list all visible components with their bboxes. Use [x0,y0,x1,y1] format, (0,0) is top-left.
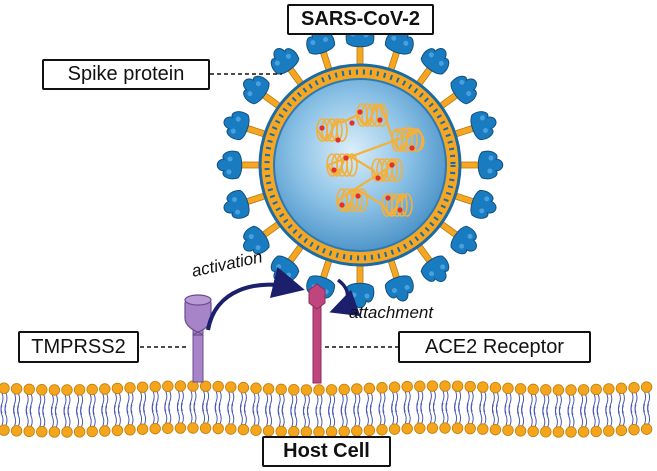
spike-protein-icon [216,150,263,180]
spike-protein-icon [436,75,477,111]
spike-protein-icon [384,256,414,302]
spike-protein-icon [223,189,269,219]
spike-protein-icon [414,241,450,282]
activation-arrow [206,266,305,331]
virus-particle [216,21,504,309]
spike-protein-icon [451,111,497,141]
spike-protein-icon [384,28,414,74]
rna-strand [317,104,419,216]
tmprss2-label: TMPRSS2 [18,331,139,363]
spike-protein-icon [457,150,504,180]
attachment-arrow [329,278,361,317]
spike-protein-icon [345,262,375,309]
tmprss2-protein [184,294,212,383]
spike-protein-icon [243,75,284,111]
viral-rna [316,103,425,217]
spike-protein-icon [451,189,497,219]
spike-protein-icon [414,48,450,89]
virus-core [273,78,447,252]
ace2-receptor [308,283,326,384]
ace2-receptor-label: ACE2 Receptor [398,331,591,363]
attachment-annotation: attachment [349,303,434,322]
spike-protein-icon [270,48,306,89]
spike-protein-icon [306,28,336,74]
host-cell-label: Host Cell [262,436,391,467]
host-cell-membrane [0,380,653,438]
virus-title-label: SARS-CoV-2 [287,4,434,35]
virus-envelope-dots [264,69,456,261]
spike-protein-label: Spike protein [42,59,210,90]
spike-protein-icon [436,219,477,255]
spike-protein-icon [223,111,269,141]
spike-protein-icon [243,219,284,255]
